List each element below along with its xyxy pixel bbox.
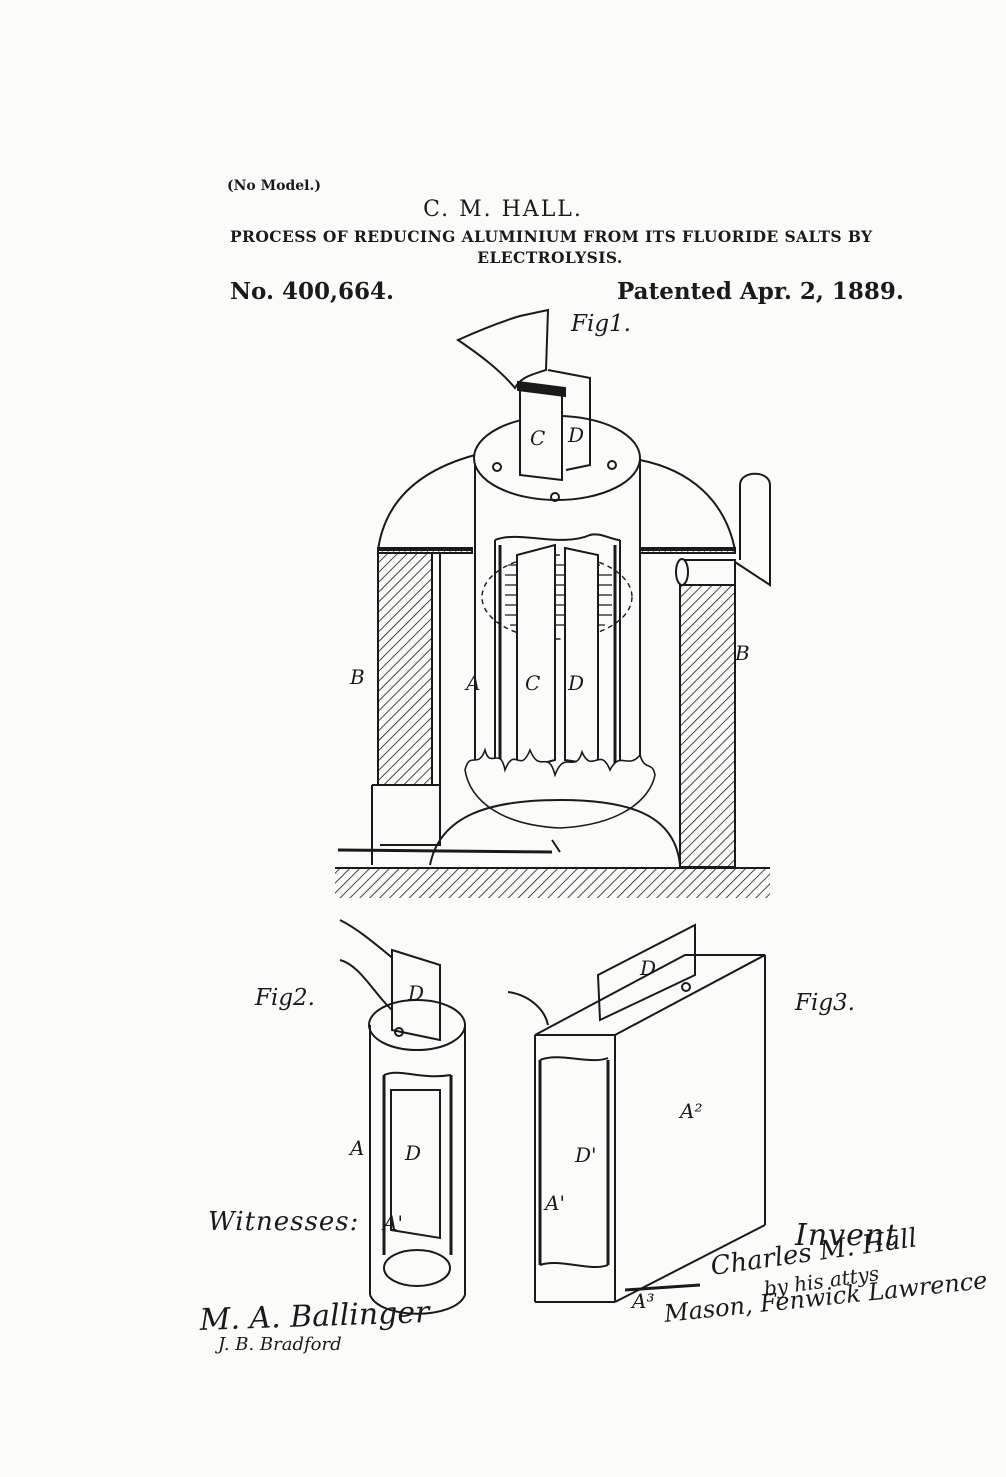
patent-number: No. 400,664. <box>230 278 395 305</box>
ref-letter-D-fig2-top: D <box>407 981 424 1005</box>
patent-date: Patented Apr. 2, 1889. <box>617 278 904 305</box>
ref-letter-A1-fig2: A' <box>381 1211 403 1235</box>
inventor-label: Invent <box>795 1218 899 1253</box>
figure-3-label: Fig3. <box>795 990 855 1016</box>
ref-letter-D-top: D <box>567 423 584 447</box>
inventor-name: C. M. HALL. <box>423 197 583 222</box>
figure-2-drawing <box>339 919 466 1315</box>
patent-title-line-1: PROCESS OF REDUCING ALUMINIUM FROM ITS F… <box>230 227 873 246</box>
ref-letter-A3-fig3: A³ <box>630 1289 654 1313</box>
witness-signature-1: M. A. Ballinger <box>198 1295 432 1338</box>
ref-letter-A1-fig3: A' <box>543 1191 565 1215</box>
ref-letter-B-right: B <box>734 641 750 665</box>
ref-letter-C-top: C <box>530 426 545 450</box>
figure-1-drawing <box>335 308 771 898</box>
ref-letter-D-fig3: D <box>639 956 656 980</box>
ref-letter-D1-fig3: D' <box>574 1143 597 1167</box>
ref-letter-B-left: B <box>349 665 365 689</box>
ref-letter-D-inner: D <box>567 671 584 695</box>
figure-3-drawing <box>507 923 766 1303</box>
ref-letter-A2-fig3: A² <box>678 1099 702 1123</box>
ref-letter-A-fig2: A <box>348 1136 364 1160</box>
witness-signature-2: J. B. Bradford <box>214 1334 342 1355</box>
ref-letter-D-fig2-inner: D <box>404 1141 421 1165</box>
figure-1-label: Fig1. <box>571 311 631 337</box>
no-model-note: (No Model.) <box>227 178 321 194</box>
patent-title-line-2: ELECTROLYSIS. <box>477 248 623 267</box>
witnesses-label: Witnesses: <box>208 1207 360 1237</box>
ref-letter-C-inner: C <box>525 671 540 695</box>
figure-2-label: Fig2. <box>255 985 315 1011</box>
ref-letter-A-fig1: A <box>464 671 480 695</box>
